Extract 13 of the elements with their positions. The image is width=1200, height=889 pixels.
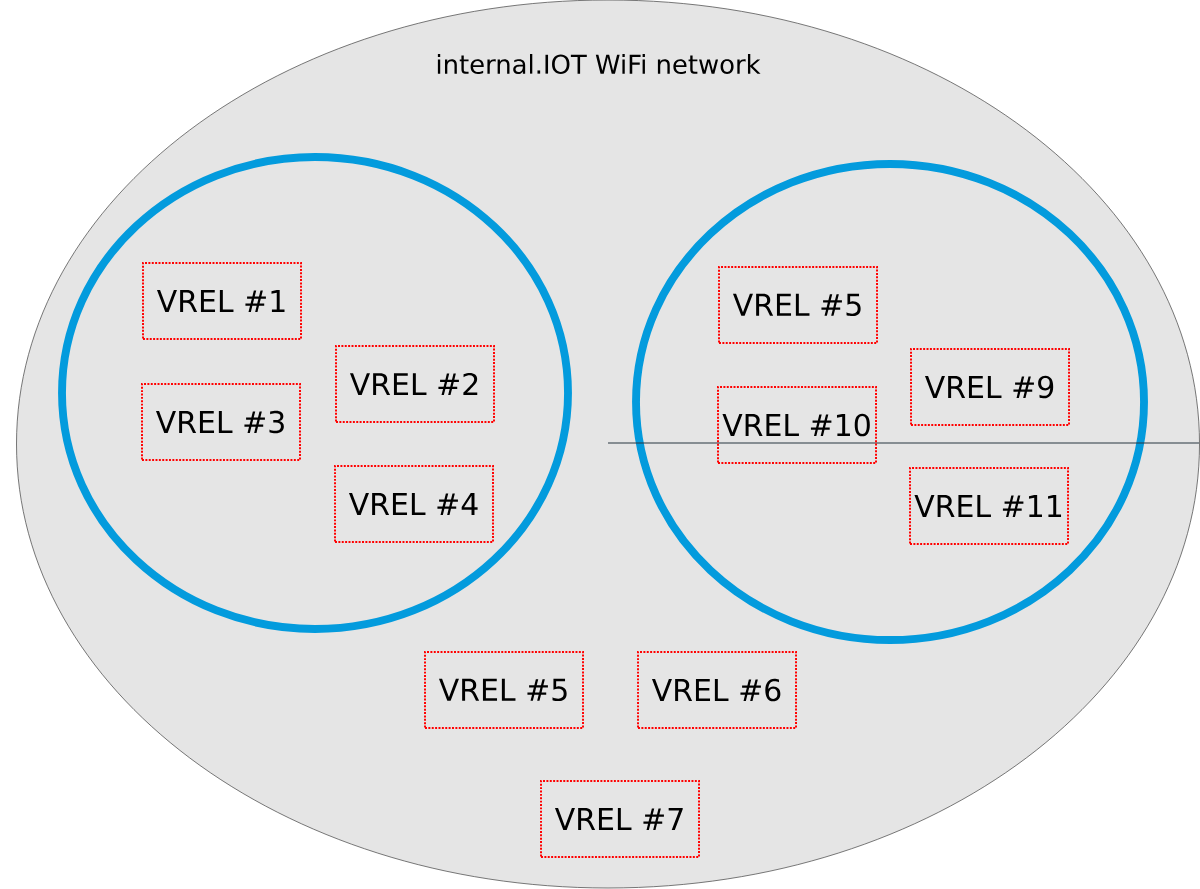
device-box: VREL #1: [142, 262, 302, 340]
group-circle: [632, 160, 1148, 644]
device-box: VREL #5: [718, 266, 878, 344]
device-box: VREL #9: [910, 348, 1070, 426]
device-box: VREL #10: [717, 386, 877, 464]
device-box: VREL #6: [637, 651, 797, 729]
device-box: VREL #7: [540, 780, 700, 858]
device-box: VREL #11: [909, 467, 1069, 545]
device-box: VREL #5: [424, 651, 584, 729]
device-box: VREL #2: [335, 345, 495, 423]
device-box: VREL #3: [141, 383, 301, 461]
group-circle: [58, 153, 572, 633]
device-box: VREL #4: [334, 465, 494, 543]
